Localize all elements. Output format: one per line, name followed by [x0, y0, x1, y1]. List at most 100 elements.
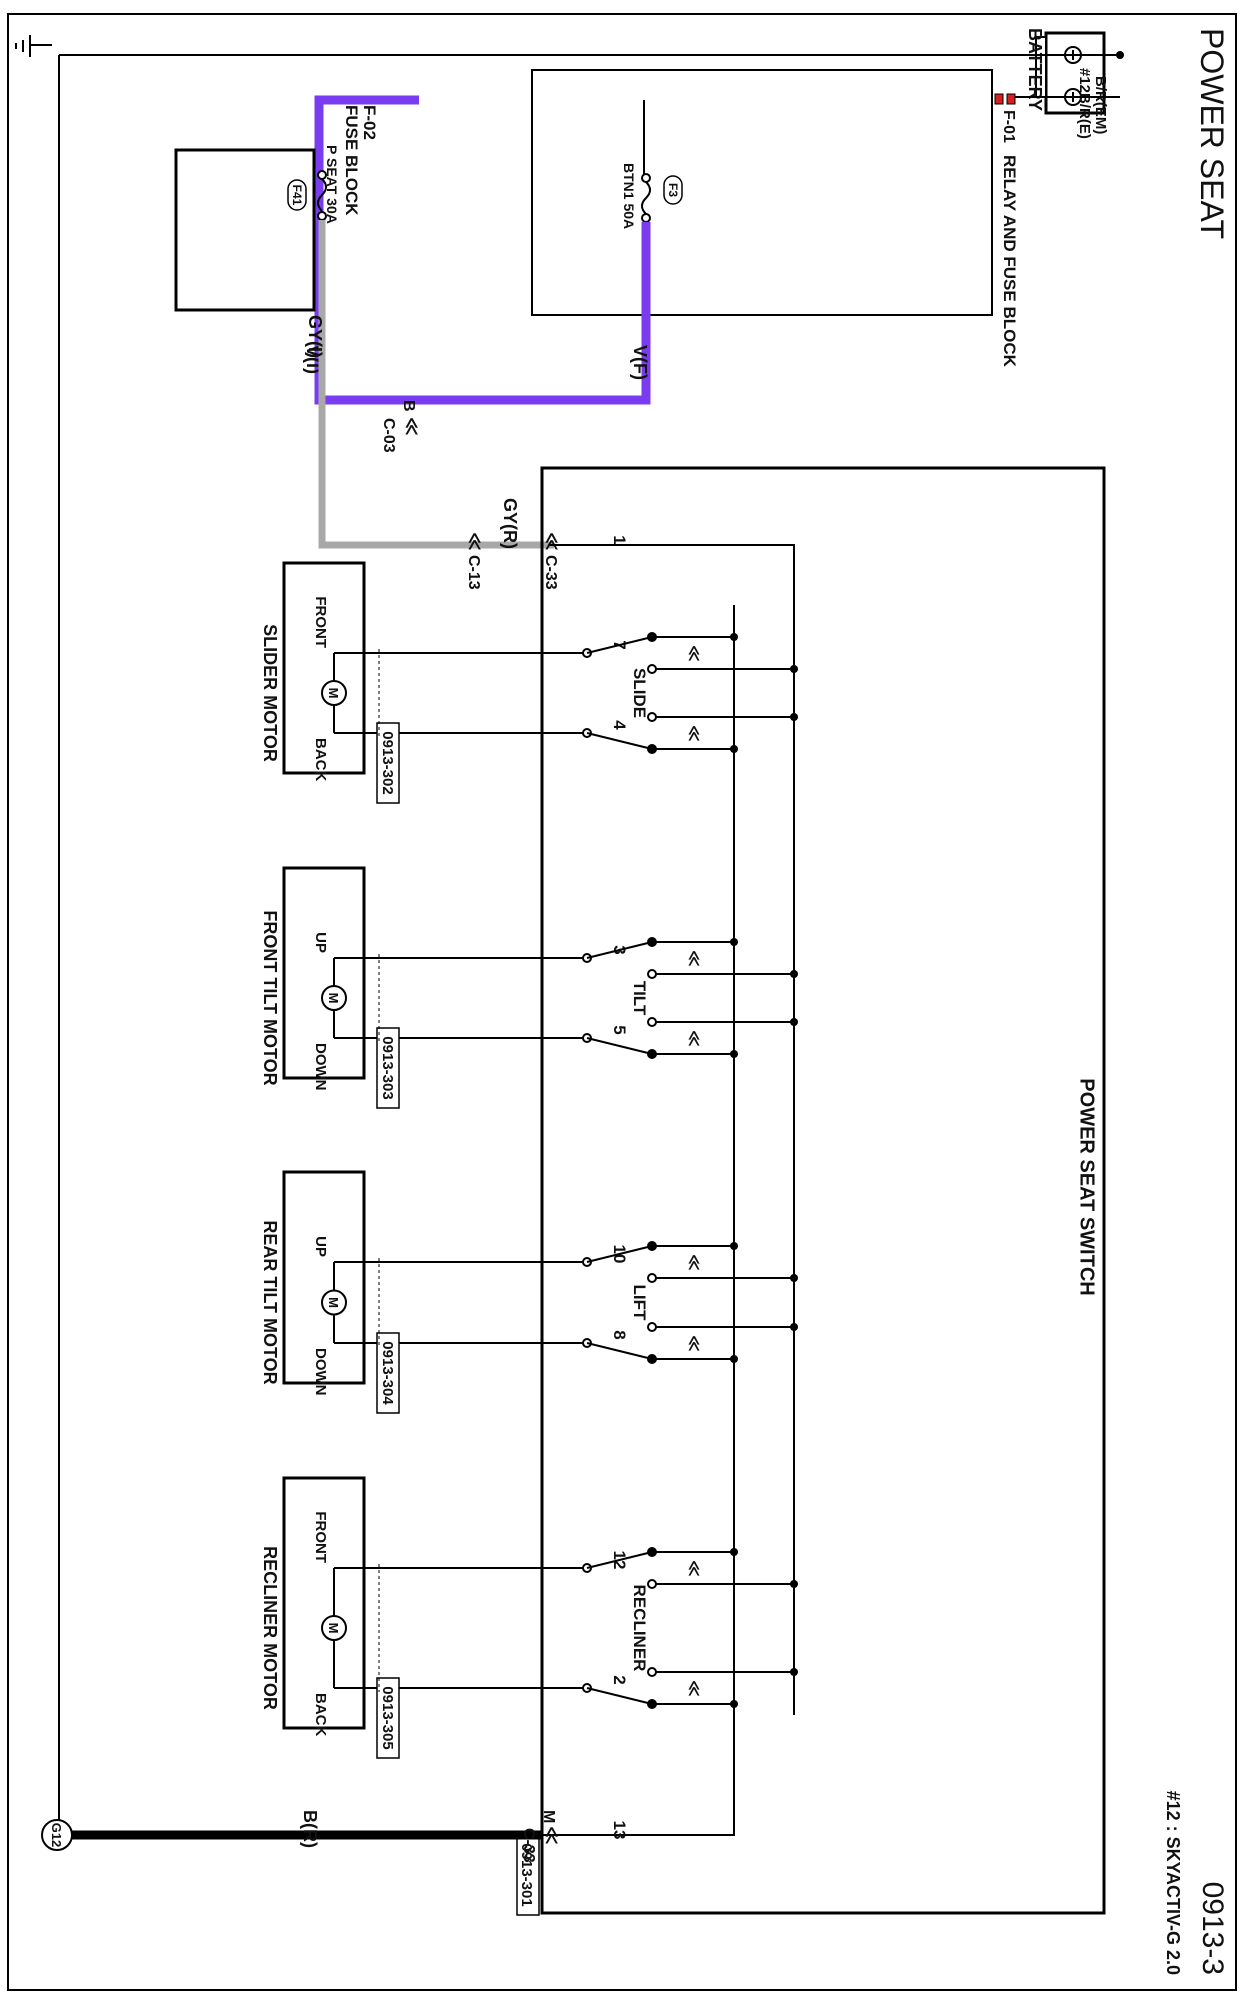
motor-symbol: M	[326, 1297, 341, 1308]
motor-ref: 0913-303	[379, 1036, 396, 1099]
switch-section-label: RECLINER	[630, 1585, 649, 1672]
battery-wire-label-1: B/R(EM)	[1092, 76, 1109, 134]
switch-ground-bus	[549, 605, 735, 1836]
motor-ref-box	[376, 722, 400, 804]
switch-section-recliner: RECLINER12≪2≪	[379, 1547, 798, 1709]
switch-section-slide: SLIDE7≪4≪	[379, 632, 798, 754]
switch-section-label: TILT	[630, 981, 649, 1016]
switch-blade	[586, 1037, 653, 1055]
relay-terminal	[994, 93, 1004, 105]
motor-name: REAR TILT MOTOR	[260, 1220, 280, 1384]
motor-box	[282, 1476, 366, 1730]
junction-dot	[790, 713, 798, 721]
connector-b: B	[400, 400, 417, 412]
switch-contact-open	[647, 1322, 657, 1332]
junction-dot	[730, 745, 738, 753]
switch-contact-open	[647, 1017, 657, 1027]
connector-b-mark: ≪	[402, 417, 422, 436]
junction-dot	[790, 1018, 798, 1026]
fuse-f3-icon	[641, 181, 651, 215]
motor-ref-box	[376, 1677, 400, 1759]
switch-section-label: SLIDE	[630, 668, 649, 718]
ground-bus	[15, 35, 1120, 1835]
connector-c33b-mark: ≪	[542, 1826, 562, 1845]
switch-contact-open	[647, 712, 657, 722]
motor-box	[282, 1170, 366, 1385]
wire-gyr-label: GY(R)	[500, 498, 520, 549]
switch-blade	[586, 1551, 653, 1569]
fuse-f3-id: F3	[666, 183, 680, 197]
motor-name: RECLINER MOTOR	[260, 1546, 280, 1710]
fuse-f41-id: F41	[290, 185, 304, 206]
connector-c33b: C-33	[520, 1828, 537, 1863]
relay-fuse-block: F-01 RELAY AND FUSE BLOCK BTN1 50A F3	[531, 69, 1120, 368]
motor-icon	[321, 1615, 347, 1641]
fuse-block-connector-label: F-02	[360, 105, 379, 140]
motor-ref: 0913-304	[379, 1341, 396, 1405]
switch-connector-mark: ≪	[685, 645, 702, 662]
ground-g12-label: G12	[49, 1823, 64, 1848]
junction-dot	[730, 1548, 738, 1556]
battery-label: BATTERY	[1025, 28, 1045, 111]
junction-dot	[790, 1668, 798, 1676]
switch-pin-number: 5	[610, 1025, 629, 1034]
pin-power: 1	[610, 535, 629, 544]
switch-pin-number: 2	[610, 1675, 629, 1684]
page-border	[7, 13, 1237, 1991]
fuse-f3-name: BTN1 50A	[621, 163, 637, 229]
switch-connector-mark: ≪	[685, 725, 702, 742]
fuse-block-box	[174, 148, 316, 312]
junction-dot	[790, 970, 798, 978]
junction-dot	[730, 1700, 738, 1708]
switch-contact-open	[647, 664, 657, 674]
junction-dot	[790, 1274, 798, 1282]
motor-name: SLIDER MOTOR	[260, 624, 280, 762]
motor-name: FRONT TILT MOTOR	[260, 910, 280, 1085]
wire-vf-label: V(F)	[630, 345, 650, 380]
junction-dot	[790, 1580, 798, 1588]
battery: BATTERY B/R(EM) #12B/R(E)	[1025, 28, 1124, 139]
switch-power-bus	[549, 544, 795, 1715]
motor-symbol: M	[326, 688, 341, 699]
connector-c13-mark: ≪	[465, 532, 485, 551]
ground-wire: M ≪ C-33 B(R) G12	[41, 1810, 562, 1863]
motor-direction-b: DOWN	[312, 1348, 329, 1396]
switch-connector-mark: ≪	[685, 1335, 702, 1352]
motor-direction-b: BACK	[312, 1693, 329, 1736]
fuse-f41-name: P SEAT 30A	[324, 145, 340, 224]
switch-connector-mark: ≪	[685, 1680, 702, 1697]
motor-ref: 0913-305	[379, 1686, 396, 1749]
motor-icon	[321, 985, 347, 1011]
switch-pin-number: 8	[610, 1330, 629, 1339]
pin-ground: 13	[610, 1821, 629, 1840]
ground-g12-icon	[41, 1819, 73, 1851]
motor-box	[282, 866, 366, 1080]
switch-connector-mark: ≪	[685, 950, 702, 967]
motor-symbol: M	[326, 1623, 341, 1634]
relay-terminal	[1006, 93, 1016, 105]
switch-blade	[586, 1687, 653, 1705]
motor-icon	[321, 1289, 347, 1316]
fuse-f41-icon	[317, 178, 327, 212]
power-seat-switch-label: POWER SEAT SWITCH	[1075, 1078, 1097, 1295]
junction-dot	[790, 665, 798, 673]
gray-wire: GY(I) GY(R) ≪ C-13 ≪ C-33	[305, 220, 562, 590]
motor-direction-a: FRONT	[312, 596, 329, 648]
switch-blade	[586, 941, 653, 959]
junction-dot	[790, 1323, 798, 1331]
switch-connector-mark: ≪	[685, 1254, 702, 1271]
motor-ref-box	[376, 1027, 400, 1109]
battery-wire-label-2: #12B/R(E)	[1076, 68, 1093, 139]
power-seat-switch-ref: 0913-301	[518, 1843, 535, 1906]
switch-contact-open	[647, 1579, 657, 1589]
power-seat-switch: POWER SEAT SWITCH 0913-301 1 13	[516, 466, 1106, 1916]
junction-dot	[730, 1050, 738, 1058]
switch-section-tilt: TILT3≪5≪	[379, 937, 798, 1059]
relay-connector-label: F-01	[1000, 110, 1017, 143]
switch-section-lift: LIFT10≪8≪	[379, 1241, 798, 1364]
connector-c33-mark: ≪	[542, 532, 562, 551]
